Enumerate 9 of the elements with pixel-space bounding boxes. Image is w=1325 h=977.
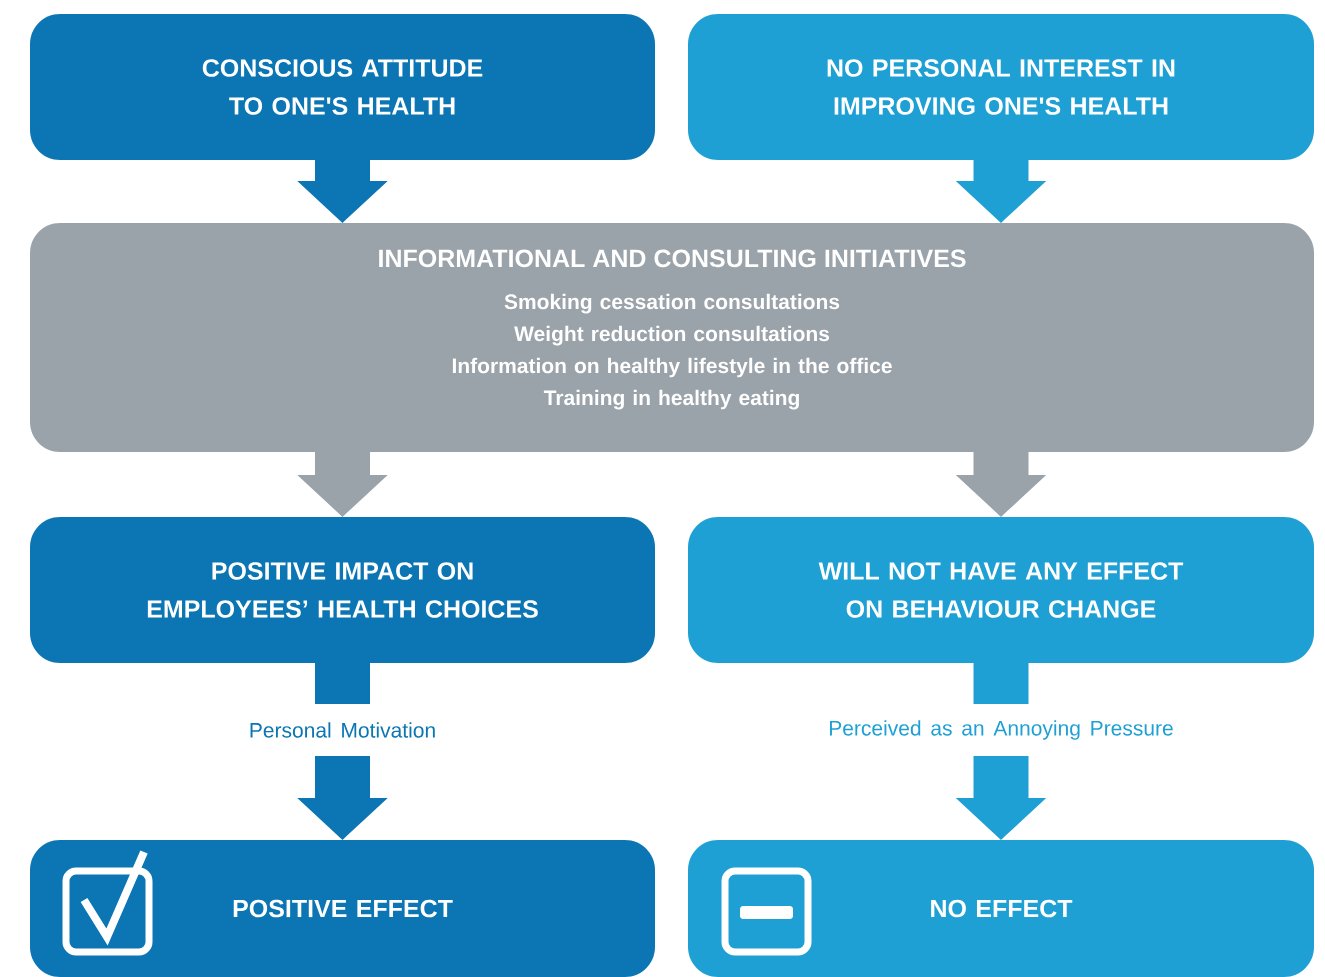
process-box: WILL NOT HAVE ANY EFFECT ON BEHAVIOUR CHANGE — [688, 517, 1314, 663]
edge-label: Personal Motivation — [244, 704, 441, 756]
process-box: POSITIVE IMPACT ON EMPLOYEES’ HEALTH CHOICES — [30, 517, 655, 663]
panel-box: INFORMATIONAL AND CONSULTING INITIATIVES Smoking cessation consultations Weight reduction consultations Information on healthy lifestyle in the office Training in healthy eating — [30, 223, 1314, 452]
process-box: CONSCIOUS ATTITUDE TO ONE'S HEALTH — [30, 14, 655, 160]
process-box: POSITIVE EFFECT — [30, 840, 655, 977]
process-box: NO EFFECT — [688, 840, 1314, 977]
edge-label: Perceived as an Annoying Pressure — [824, 704, 1178, 756]
process-box: NO PERSONAL INTEREST IN IMPROVING ONE'S HEALTH — [688, 14, 1314, 160]
